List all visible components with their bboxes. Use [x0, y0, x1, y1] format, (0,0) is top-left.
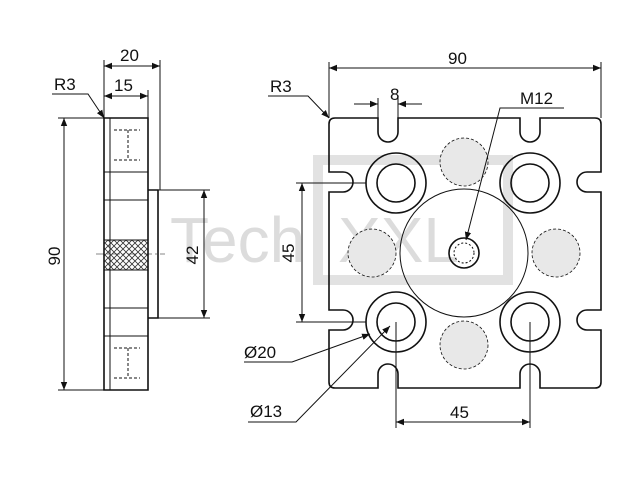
front-dim-width-label: 90	[448, 49, 467, 68]
front-hole-callout: Ø13	[248, 325, 391, 423]
front-dim-width: 90	[328, 49, 602, 118]
front-dim-slot: 8	[354, 85, 422, 118]
front-dim-vertical-label: 45	[279, 244, 298, 263]
front-dim-horizontal: 45	[395, 322, 531, 428]
side-view: 20 15 R3 90 42	[45, 46, 210, 391]
front-dim-vertical: 45	[279, 182, 366, 323]
front-dim-horizontal-label: 45	[450, 403, 469, 422]
side-radius-label: R3	[54, 75, 76, 94]
side-dim-width-label: 20	[120, 46, 139, 65]
side-radius-callout: R3	[52, 75, 105, 119]
front-radius-label: R3	[270, 77, 292, 96]
front-counterbore-callout: Ø20	[244, 333, 371, 363]
watermark-text-left: Tech	[170, 204, 305, 276]
side-dim-height: 90	[45, 117, 104, 391]
side-dim-width: 20	[103, 46, 161, 190]
side-dim-depth: 15	[104, 76, 149, 118]
front-boss-circle	[399, 188, 529, 318]
front-radius-callout: R3	[268, 77, 330, 119]
side-dim-depth-label: 15	[114, 76, 133, 95]
front-pockets	[347, 137, 581, 370]
front-thread-label: M12	[520, 89, 553, 108]
side-plate-outline	[103, 117, 149, 391]
front-thread-inner	[453, 242, 475, 264]
side-boss-outline	[148, 189, 159, 319]
front-thread-outer	[448, 237, 480, 269]
front-counterbore-label: Ø20	[244, 343, 276, 362]
side-dim-boss-label: 42	[183, 246, 202, 265]
side-dim-boss: 42	[158, 189, 210, 319]
front-plate-outline	[328, 117, 602, 389]
side-knurled-insert	[103, 239, 149, 271]
front-view: 90 8 M12 R3 45	[244, 49, 602, 428]
side-dim-height-label: 90	[45, 247, 64, 266]
hole-top-right	[499, 152, 561, 214]
front-hole-label: Ø13	[250, 402, 282, 421]
front-dim-slot-label: 8	[390, 85, 399, 104]
front-thread-callout: M12	[464, 89, 564, 241]
